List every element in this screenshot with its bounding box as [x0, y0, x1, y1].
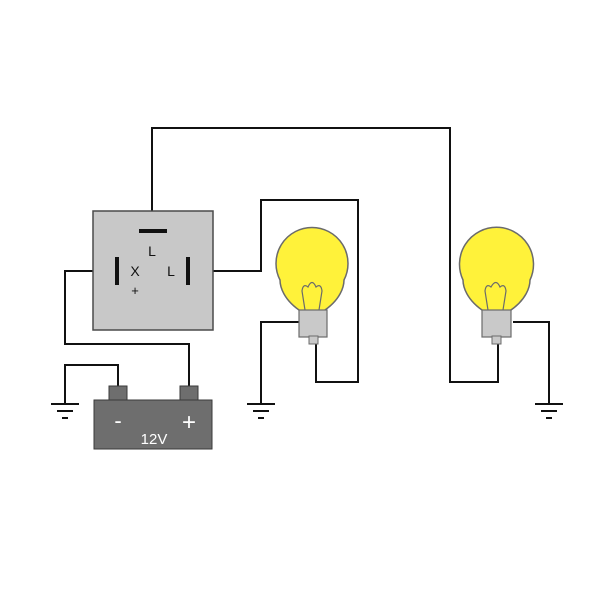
bulb-glass: [458, 226, 535, 313]
bulb-base: [481, 309, 512, 338]
bulb-glass: [275, 226, 349, 313]
relay-pin-left-label: X: [130, 263, 140, 279]
battery-positive-label: +: [182, 409, 196, 436]
bulb-filament: [484, 281, 507, 311]
battery-body: [93, 399, 213, 450]
relay-body: [92, 210, 214, 331]
relay-pin-top-label: L: [148, 243, 156, 259]
bulb-contact: [491, 335, 502, 345]
wire-right-lamp-to-ground: [513, 321, 550, 404]
ground-symbol: [51, 403, 79, 419]
wire-battery-negative-to-ground: [64, 364, 119, 404]
wire-relay-top-to-right-lamp: [151, 127, 499, 383]
bulb-contact: [308, 335, 319, 345]
wires: [64, 127, 550, 404]
battery-voltage-label: 12V: [141, 431, 168, 448]
battery-terminal-positive: [179, 385, 199, 402]
ground-symbol: [247, 403, 275, 419]
bulb-filament: [301, 281, 323, 311]
wire-middle-lamp-to-ground: [260, 321, 301, 404]
relay-pin-left-sub-label: +: [131, 283, 139, 298]
ground-symbol: [535, 403, 563, 419]
wire-relay-right-to-middle-lamp: [190, 199, 359, 383]
lamp-bulb: [275, 226, 349, 345]
battery-terminal-negative: [108, 385, 128, 402]
flasher-relay: L X + L: [92, 210, 214, 331]
wire-relay-left-to-battery-positive: [64, 270, 190, 386]
bulb-base: [298, 309, 328, 338]
battery: - + 12V: [93, 385, 213, 450]
lamp-bulb: [458, 226, 535, 345]
battery-negative-label: -: [114, 408, 121, 433]
relay-pin-right-label: L: [167, 263, 175, 279]
